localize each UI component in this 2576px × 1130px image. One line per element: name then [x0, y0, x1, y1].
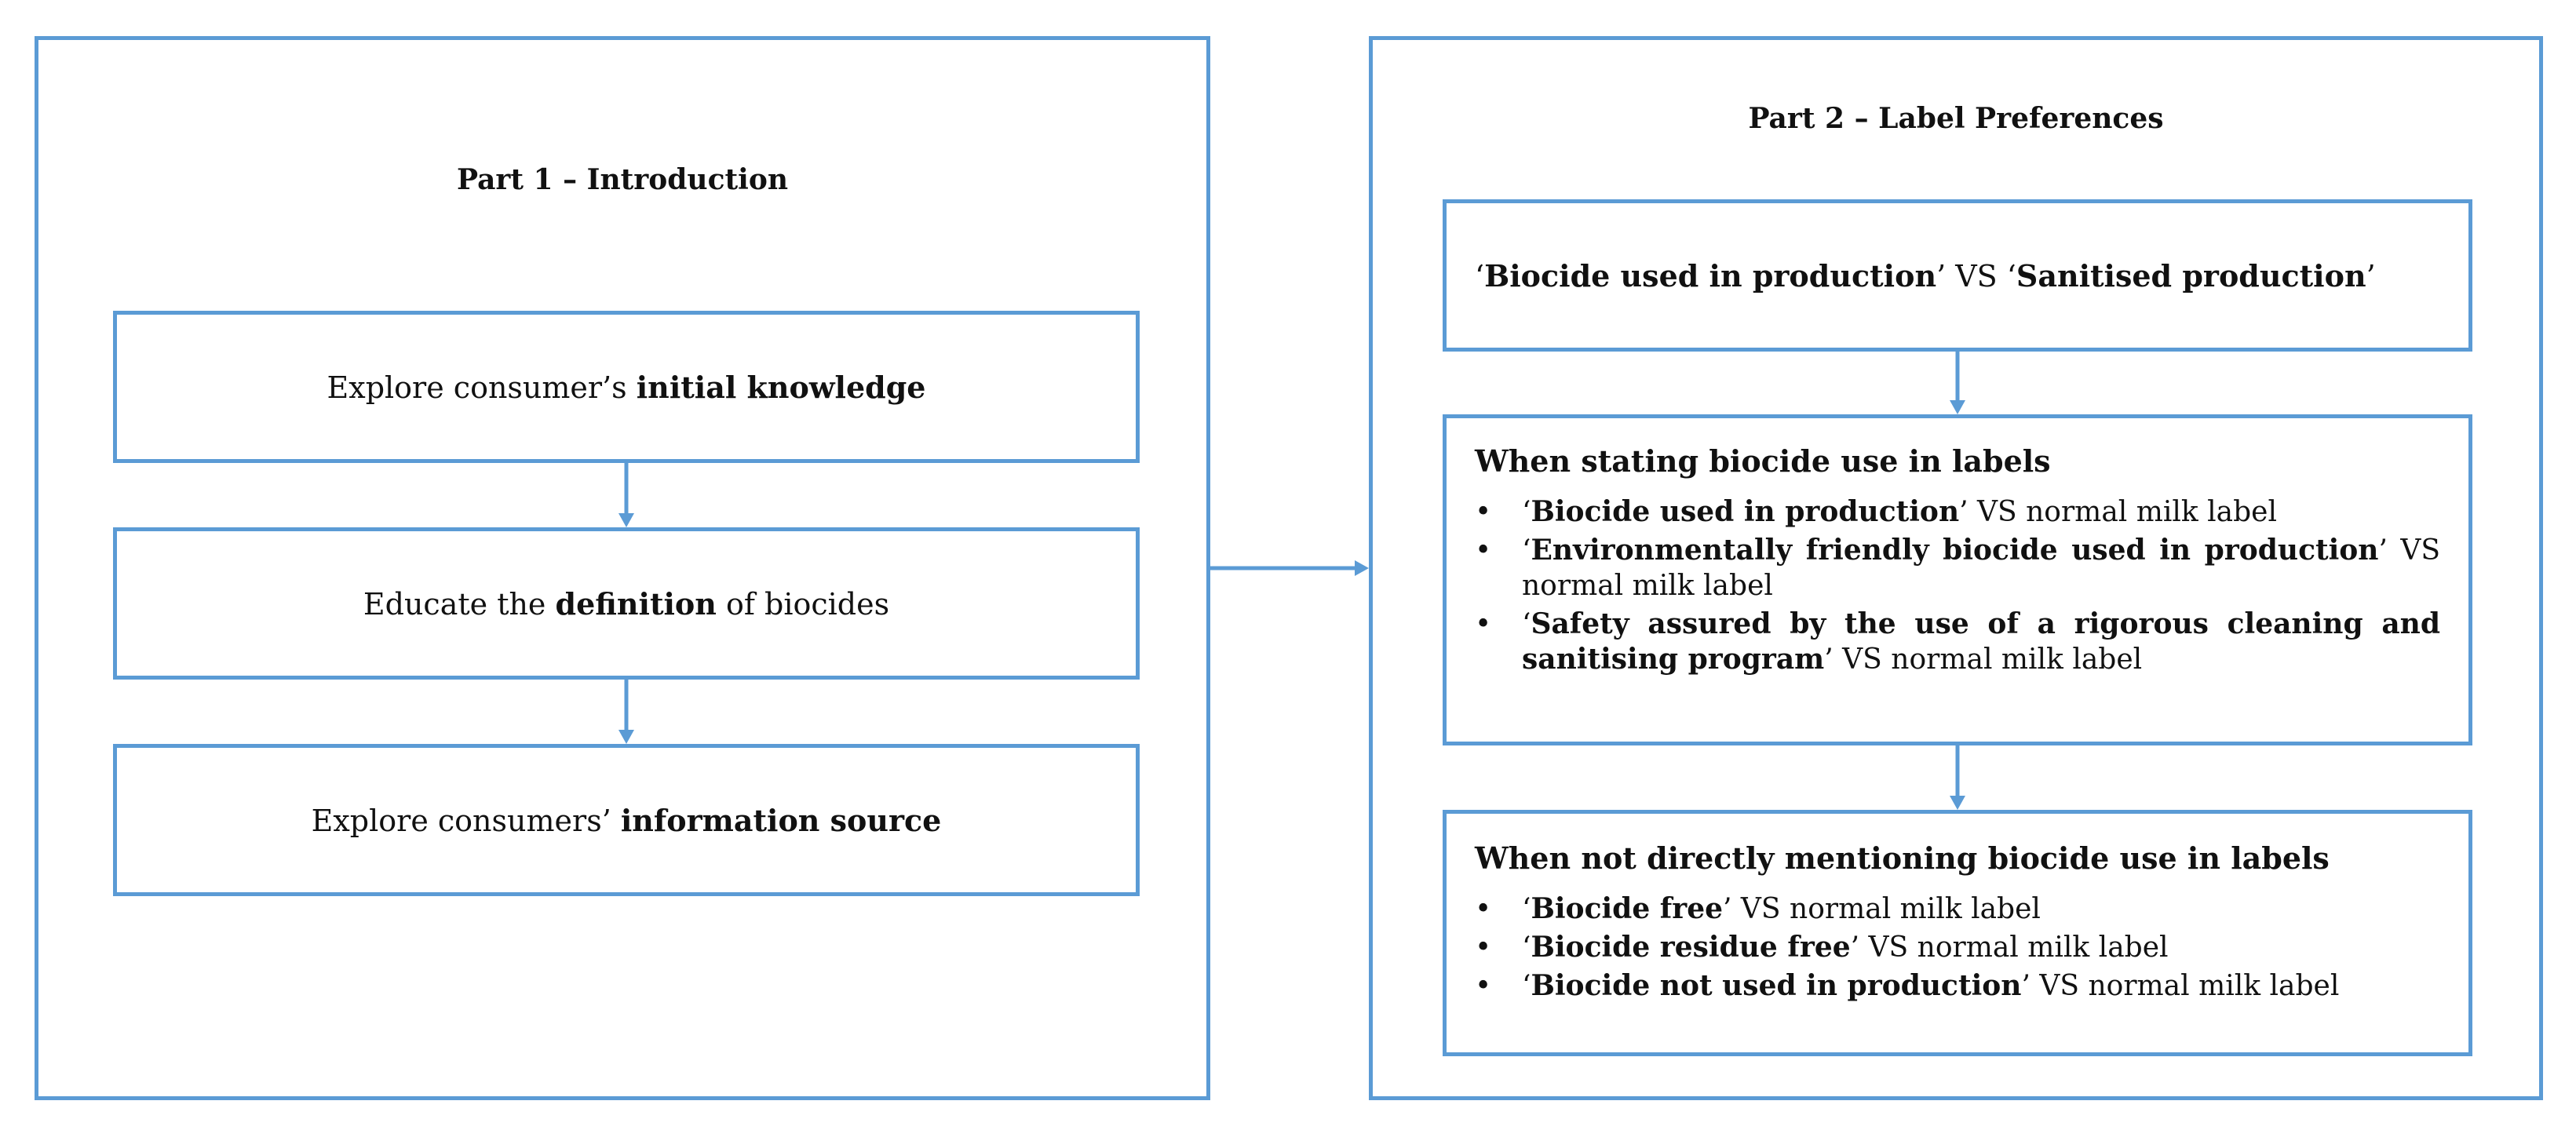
- stating-heading: When stating biocide use in labels: [1475, 443, 2051, 479]
- arrowhead-part2: [1355, 560, 1369, 576]
- arrowhead-step2: [618, 513, 634, 527]
- step-text: Explore consumers’ information source: [311, 802, 942, 838]
- not-mentioning-heading: When not directly mentioning biocide use…: [1475, 840, 2330, 876]
- part1-step-initial-knowledge: Explore consumer’s initial knowledge: [113, 311, 1140, 463]
- list-item: •‘Biocide used in production’ VS normal …: [1475, 495, 2278, 528]
- arrowhead-not-mentioning: [1950, 796, 1965, 810]
- list-item: •‘Safety assured by the use of a rigorou…: [1475, 607, 2440, 676]
- list-item: •‘Biocide free’ VS normal milk label: [1475, 892, 2041, 925]
- part2-title: Part 2 – Label Preferences: [1748, 102, 2164, 135]
- part2-comparison-box: ‘Biocide used in production’ VS ‘Sanitis…: [1443, 199, 2472, 352]
- comparison-text: ‘Biocide used in production’ VS ‘Sanitis…: [1475, 257, 2376, 293]
- part1-step-information-source: Explore consumers’ information source: [113, 744, 1140, 896]
- list-item: •‘Biocide not used in production’ VS nor…: [1475, 969, 2340, 1002]
- part2-stating-box: When stating biocide use in labels •‘Bio…: [1443, 414, 2472, 745]
- part1-panel: [35, 36, 1210, 1100]
- step-text: Explore consumer’s initial knowledge: [327, 369, 926, 405]
- list-item: •‘Biocide residue free’ VS normal milk l…: [1475, 931, 2169, 964]
- part1-step-definition: Educate the definition of biocides: [113, 527, 1140, 680]
- list-item: •‘Environmentally friendly biocide used …: [1475, 534, 2440, 602]
- stating-list: •‘Biocide used in production’ VS normal …: [1475, 494, 2440, 677]
- step-text: Educate the definition of biocides: [363, 585, 890, 622]
- not-mentioning-list: •‘Biocide free’ VS normal milk label •‘B…: [1475, 891, 2440, 1004]
- arrowhead-stating: [1950, 400, 1965, 414]
- part2-not-mentioning-box: When not directly mentioning biocide use…: [1443, 810, 2472, 1056]
- part1-title: Part 1 – Introduction: [456, 163, 789, 196]
- part2-panel: [1369, 36, 2543, 1100]
- arrowhead-step3: [618, 730, 634, 744]
